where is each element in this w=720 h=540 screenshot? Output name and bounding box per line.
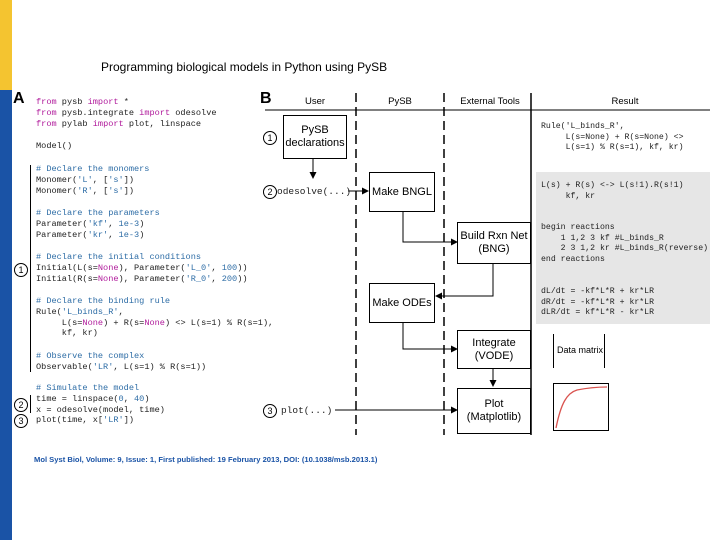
panel-a-label: A — [13, 90, 25, 107]
result-reactions: begin reactions 1 1,2 3 kf #L_binds_R 2 … — [541, 223, 709, 264]
column-header-result: Result — [611, 96, 639, 107]
panel-b-label: B — [260, 90, 272, 107]
result-gray-panel — [536, 172, 710, 324]
result-rule: Rule('L_binds_R', L(s=None) + R(s=None) … — [541, 122, 684, 152]
result-plot-thumbnail — [553, 383, 609, 431]
box-integrate: Integrate (VODE) — [457, 330, 531, 369]
code-imports: from pysb import * from pysb.integrate i… — [36, 97, 217, 129]
step-marker: 1 — [263, 131, 277, 145]
box-pysb-declarations: PySB declarations — [283, 115, 347, 159]
step-marker: 3 — [263, 404, 277, 418]
data-matrix-label: Data matrix — [557, 345, 604, 355]
column-header-external-tools: External Tools — [460, 96, 520, 107]
declarations-brace — [30, 165, 31, 372]
step-marker: 3 — [14, 414, 28, 428]
result-odes: dL/dt = -kf*L*R + kr*LR dR/dt = -kf*L*R … — [541, 287, 655, 317]
column-header-user: User — [304, 96, 326, 107]
box-make-odes: Make ODEs — [369, 283, 435, 323]
result-bngl: L(s) + R(s) <-> L(s!1).R(s!1) kf, kr — [541, 181, 684, 201]
code-simulate: # Simulate the model time = linspace(0, … — [36, 383, 165, 426]
code-model: Model() — [36, 141, 73, 151]
code-observable: # Observe the complex Observable('LR', L… — [36, 351, 207, 372]
code-monomers: # Declare the monomers Monomer('L', ['s'… — [36, 164, 150, 196]
slide-title: Programming biological models in Python … — [101, 60, 388, 74]
simulate-brace — [30, 395, 31, 413]
code-initial-conditions: # Declare the initial conditions Initial… — [36, 252, 248, 284]
user-label-odesolve: odesolve(...) — [277, 186, 352, 197]
box-build-rxn-net: Build Rxn Net (BNG) — [457, 222, 531, 264]
side-bar-accent — [0, 0, 12, 90]
column-header-pysb: PySB — [388, 96, 412, 107]
box-plot: Plot (Matplotlib) — [457, 388, 531, 434]
box-make-bngl: Make BNGL — [369, 172, 435, 212]
user-label-plot: plot(...) — [281, 405, 333, 416]
citation-footer: Mol Syst Biol, Volume: 9, Issue: 1, Firs… — [34, 455, 378, 464]
side-bar — [0, 0, 12, 540]
step-marker: 1 — [14, 263, 28, 277]
code-binding-rule: # Declare the binding rule Rule('L_binds… — [36, 296, 274, 339]
data-matrix-brackets — [553, 334, 605, 368]
step-marker: 2 — [14, 398, 28, 412]
code-parameters: # Declare the parameters Parameter('kf',… — [36, 208, 160, 240]
step-marker: 2 — [263, 185, 277, 199]
